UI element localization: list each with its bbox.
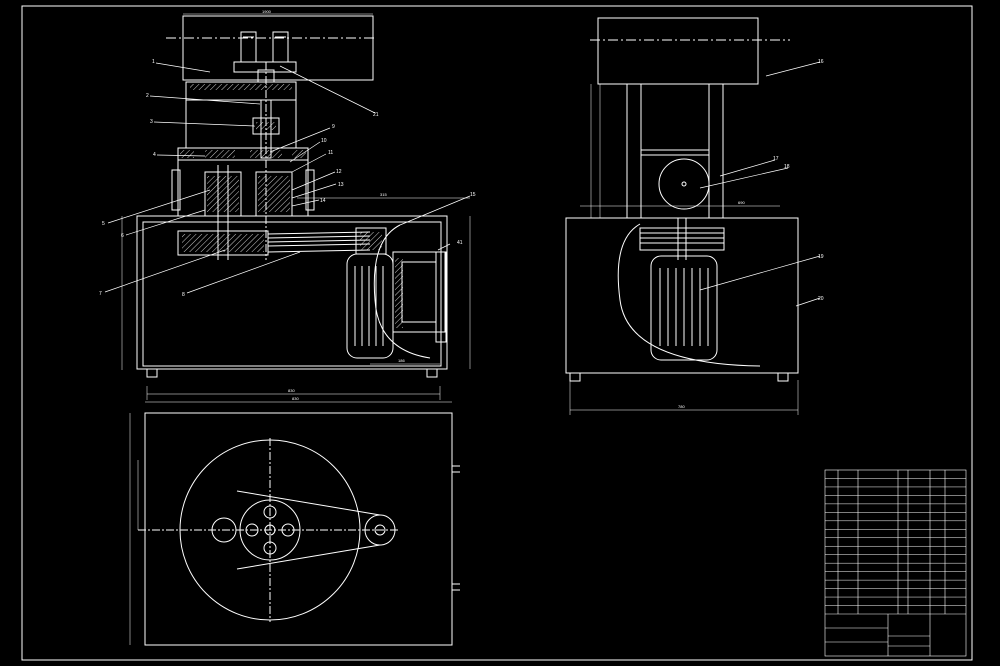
side-belt-stack [639, 227, 725, 251]
front-view [121, 13, 471, 400]
balloon-4: 4 [153, 152, 156, 158]
dim-motor-width: 186 [398, 358, 405, 363]
balloon-8: 8 [182, 292, 185, 298]
plan-spindle-plate [239, 499, 301, 561]
balloon-19: 19 [818, 254, 824, 260]
middle-flange [177, 147, 309, 161]
dim-belt-span: 315 [380, 192, 387, 197]
balloon-3: 3 [150, 119, 153, 125]
foot-right [426, 368, 438, 378]
balloon-13: 13 [338, 182, 344, 188]
plan-outline [144, 412, 453, 646]
balloon-12: 12 [336, 169, 342, 175]
drawing-border [21, 5, 973, 661]
balloon-14: 14 [320, 198, 326, 204]
balloon-21: 21 [373, 112, 379, 118]
plan-belt-upper [236, 490, 381, 516]
belt-upper [267, 231, 371, 235]
motor-body [346, 253, 394, 359]
balloon-1: 1 [152, 59, 155, 65]
side-balloon-labels: 16 17 18 19 20 [773, 59, 824, 302]
balloon-10: 10 [321, 138, 327, 144]
dim-plan-width: 830 [292, 396, 299, 401]
balloon-7: 7 [99, 291, 102, 297]
balloon-9: 9 [332, 124, 335, 130]
balloon-5: 5 [102, 221, 105, 227]
dim-side-base: 690 [738, 200, 745, 205]
side-cabinet [565, 217, 799, 374]
balloon-15: 15 [470, 192, 476, 198]
balloon-41: 41 [457, 240, 463, 246]
plan-belt-lower [236, 544, 381, 570]
side-foot-left [569, 372, 581, 382]
front-leaders [104, 62, 471, 294]
front-dim-text: 1900 830 315 186 [262, 9, 405, 393]
side-leaders [699, 61, 821, 307]
side-foot-right [777, 372, 789, 382]
side-view [565, 17, 799, 415]
balloon-20: 20 [818, 296, 824, 302]
title-block-rows [825, 478, 966, 606]
foot-left [146, 368, 158, 378]
motor-mount [392, 251, 446, 333]
cabinet-base [136, 215, 448, 370]
balloon-16: 16 [818, 59, 824, 65]
dim-top-width: 1900 [262, 9, 272, 14]
side-dim-text: 780 690 [678, 200, 745, 409]
balloon-17: 17 [773, 156, 779, 162]
plan-left-pulley [211, 517, 237, 543]
side-top-table [597, 17, 759, 85]
front-balloon-labels: 1 2 3 4 5 6 7 8 9 10 11 12 13 14 15 21 4… [99, 59, 476, 298]
balloon-18: 18 [784, 164, 790, 170]
balloon-6: 6 [121, 233, 124, 239]
belt-lower [267, 249, 371, 253]
plan-dim-text: 830 [292, 396, 299, 401]
top-table [182, 15, 374, 81]
plan-view [129, 401, 460, 646]
title-block [824, 469, 967, 657]
balloon-2: 2 [146, 93, 149, 99]
side-motor [650, 255, 718, 361]
dim-base-width: 830 [288, 388, 295, 393]
dim-side-width: 780 [678, 404, 685, 409]
large-pulley [177, 230, 269, 256]
balloon-11: 11 [328, 150, 333, 156]
plan-motor-pulley [364, 514, 396, 546]
side-handwheel [658, 158, 710, 210]
